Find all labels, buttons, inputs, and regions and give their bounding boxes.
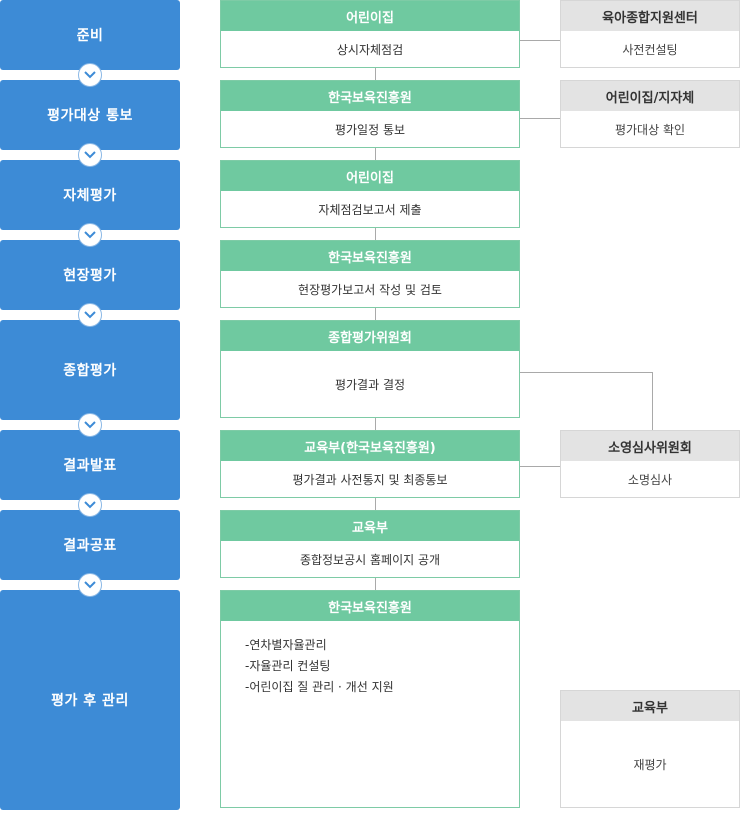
step-org: 한국보육진흥원 [221,81,519,111]
step-org: 교육부 [221,511,519,541]
side-box: 소영심사위원회 소명심사 [560,430,740,498]
stage-preparation: 준비 [0,0,180,70]
chevron-down-icon [78,413,102,437]
step-task: 평가결과 결정 [334,377,406,392]
step-task-list: -연차별자율관리 -자율관리 컨설팅 -어린이집 질 관리 · 개선 지원 [221,621,519,821]
side-box: 육아종합지원센터 사전컨설팅 [560,0,740,68]
stage-label: 현장평가 [63,268,117,284]
stage-label: 종합평가 [63,363,117,379]
step-task-item: -자율관리 컨설팅 [245,659,331,673]
step-box: 한국보육진흥원 평가일정 통보 [220,80,520,148]
stage-result-publication: 결과공표 [0,510,180,580]
step-box: 어린이집 자체점검보고서 제출 [220,160,520,228]
step-task: 평가결과 사전통지 및 최종통보 [292,472,448,487]
step-task-item: -어린이집 질 관리 · 개선 지원 [245,680,394,694]
side-connector [520,118,560,119]
stage-post-management: 평가 후 관리 [0,590,180,810]
side-task: 평가대상 확인 [614,122,686,137]
side-connector [520,372,653,373]
side-org: 소영심사위원회 [561,431,739,461]
stage-onsite-evaluation: 현장평가 [0,240,180,310]
step-task: 자체점검보고서 제출 [318,202,422,217]
side-task: 사전컨설팅 [622,42,678,57]
flow-connector [375,418,376,432]
step-box: 교육부(한국보육진흥원) 평가결과 사전통지 및 최종통보 [220,430,520,498]
step-box: 한국보육진흥원 현장평가보고서 작성 및 검토 [220,240,520,308]
step-box: 한국보육진흥원 -연차별자율관리 -자율관리 컨설팅 -어린이집 질 관리 · … [220,590,520,808]
side-org: 교육부 [561,691,739,721]
chevron-down-icon [78,63,102,87]
step-box: 종합평가위원회 평가결과 결정 [220,320,520,418]
chevron-down-icon [78,143,102,167]
stage-label: 평가대상 통보 [47,108,133,124]
stage-self-evaluation: 자체평가 [0,160,180,230]
stage-comprehensive-evaluation: 종합평가 [0,320,180,420]
flow-connector [375,578,376,592]
side-connector [520,40,560,41]
side-box: 교육부 재평가 [560,690,740,808]
chevron-down-icon [78,303,102,327]
stage-label: 준비 [76,28,104,44]
stage-label: 결과공표 [63,538,117,554]
chevron-down-icon [78,223,102,247]
step-org: 어린이집 [221,1,519,31]
step-org: 종합평가위원회 [221,321,519,351]
stage-notification: 평가대상 통보 [0,80,180,150]
flow-connector [375,148,376,162]
step-org: 교육부(한국보육진흥원) [221,431,519,461]
side-org: 어린이집/지자체 [561,81,739,111]
step-task: 평가일정 통보 [334,122,406,137]
step-task: 종합정보공시 홈페이지 공개 [299,552,441,567]
side-connector [652,372,653,430]
stage-label: 결과발표 [63,458,117,474]
step-task: 상시자체점검 [336,42,404,57]
stage-result-announcement: 결과발표 [0,430,180,500]
side-task: 재평가 [633,757,667,772]
flow-connector [375,308,376,322]
stage-label: 평가 후 관리 [51,693,129,709]
side-org: 육아종합지원센터 [561,1,739,31]
step-box: 어린이집 상시자체점검 [220,0,520,68]
step-task: 현장평가보고서 작성 및 검토 [298,282,442,297]
stage-label: 자체평가 [63,188,117,204]
step-org: 한국보육진흥원 [221,591,519,621]
step-box: 교육부 종합정보공시 홈페이지 공개 [220,510,520,578]
side-box: 어린이집/지자체 평가대상 확인 [560,80,740,148]
step-task-item: -연차별자율관리 [245,638,327,652]
side-connector [520,466,560,467]
side-task: 소명심사 [627,472,673,487]
chevron-down-icon [78,493,102,517]
flow-connector [375,498,376,512]
step-org: 어린이집 [221,161,519,191]
flow-connector [375,228,376,242]
flow-connector [375,68,376,82]
chevron-down-icon [78,573,102,597]
step-org: 한국보육진흥원 [221,241,519,271]
